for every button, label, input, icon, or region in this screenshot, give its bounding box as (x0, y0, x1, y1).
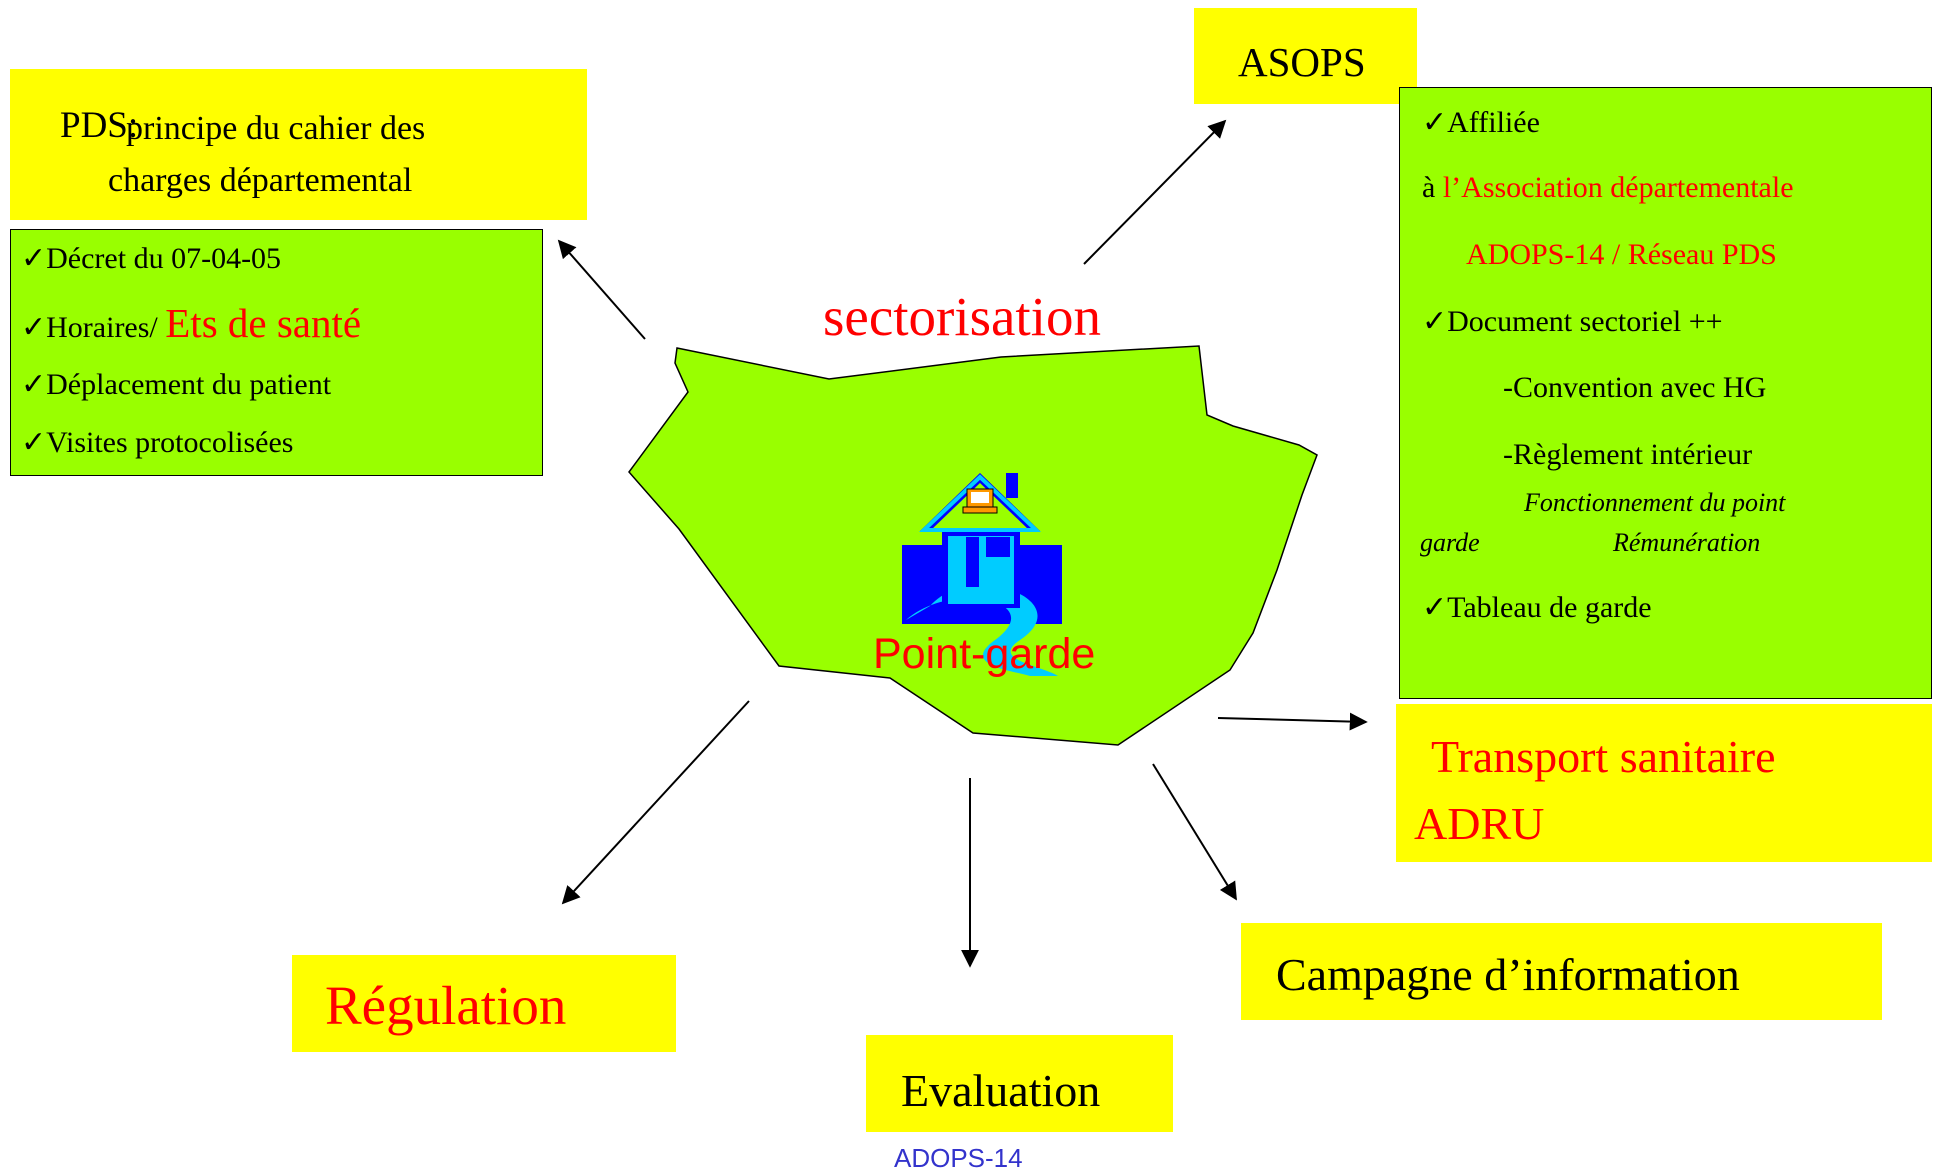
evaluation-box: Evaluation (866, 1035, 1173, 1132)
pds-item-horaires: Horaires/ Ets de santé (21, 303, 361, 344)
ets-de-sante-text: Ets de santé (165, 300, 362, 346)
regulation-label: Régulation (325, 975, 567, 1036)
asops-title: ASOPS (1238, 39, 1366, 85)
asops-document-sectoriel: Document sectoriel ++ (1422, 307, 1722, 337)
pds-title-box: PDS: principe du cahier des charges dépa… (10, 69, 587, 220)
asops-reglement: -Règlement intérieur (1503, 438, 1753, 471)
arrow-to-regulation (561, 700, 750, 905)
transport-sanitaire-box: Transport sanitaire ADRU (1396, 704, 1932, 862)
transport-line1: Transport sanitaire (1431, 731, 1776, 782)
asops-affiliee: Affiliée (1422, 108, 1540, 138)
pds-title-prefix: PDS: (60, 105, 139, 146)
pds-item-deplacement: Déplacement du patient (21, 370, 331, 400)
sectorisation-label: sectorisation (823, 286, 1101, 347)
regulation-box: Régulation (292, 955, 676, 1052)
campagne-label: Campagne d’information (1276, 949, 1740, 1000)
arrow-to-asops (1083, 119, 1227, 265)
arrow-to-transport (1217, 712, 1368, 731)
point-garde-label: Point-garde (873, 630, 1096, 678)
asops-convention: -Convention avec HG (1503, 371, 1767, 404)
territory-map-shape (628, 345, 1318, 746)
asops-association-line: à l’Association départementale (1422, 171, 1794, 204)
asops-garde: garde (1420, 528, 1480, 557)
asops-adops-reseau: ADOPS-14 / Réseau PDS (1466, 238, 1777, 271)
pds-title-rest: principe du cahier des (126, 110, 426, 147)
pds-title-line2: charges départemental (108, 162, 413, 199)
campagne-information-box: Campagne d’information (1241, 923, 1882, 1020)
asops-tableau-de-garde: Tableau de garde (1422, 593, 1651, 623)
asops-remuneration: Rémunération (1613, 528, 1761, 557)
association-departementale-text: l’Association départementale (1442, 171, 1794, 204)
arrow-to-campagne (1152, 763, 1237, 901)
asops-fonctionnement: Fonctionnement du point (1524, 488, 1786, 517)
evaluation-label: Evaluation (901, 1065, 1101, 1116)
pds-items-box: Décret du 07-04-05 Horaires/ Ets de sant… (10, 229, 543, 476)
asops-title-box: ASOPS (1194, 8, 1417, 104)
arrow-to-pds (557, 239, 646, 340)
pds-item-decret: Décret du 07-04-05 (21, 244, 281, 274)
asops-details-box: Affiliée à l’Association départementale … (1399, 87, 1932, 699)
transport-line2: ADRU (1414, 798, 1545, 849)
pds-item-visites: Visites protocolisées (21, 428, 293, 458)
footer-adops: ADOPS-14 (894, 1143, 1023, 1172)
